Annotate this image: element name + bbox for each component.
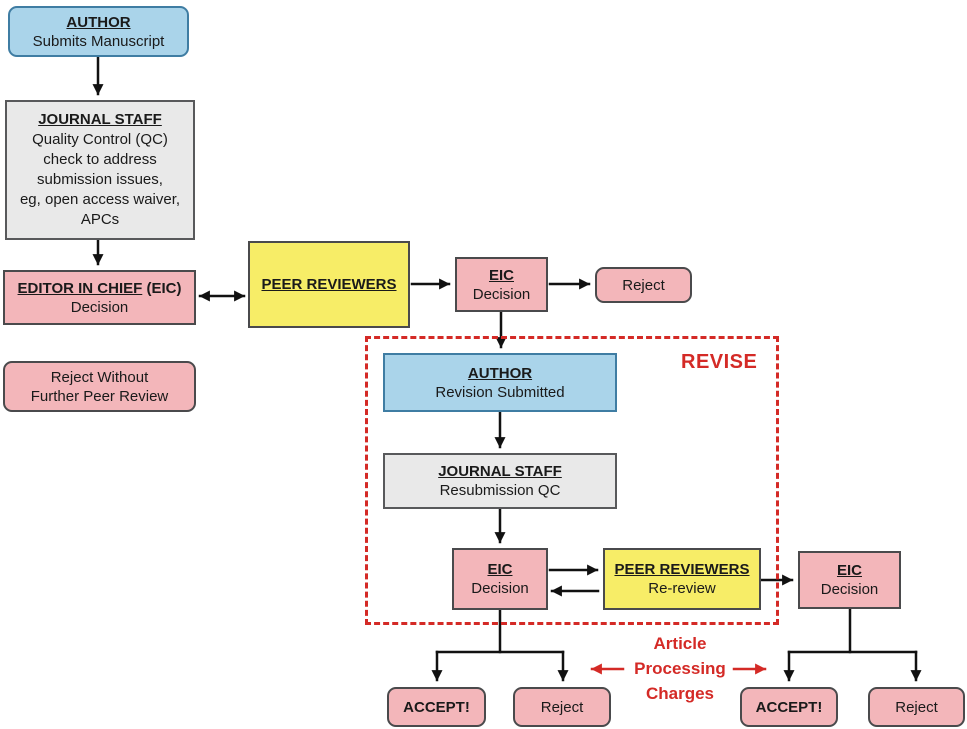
revise-dashed-frame [365, 336, 779, 625]
node-eic-decision-initial-title: EDITOR IN CHIEF [17, 279, 143, 297]
node-eic-decision-first: EIC Decision [455, 257, 548, 312]
node-peer-reviewers-rereview-subtitle: Re-review [648, 580, 716, 597]
node-author-revision-subtitle: Revision Submitted [435, 383, 565, 401]
node-journal-staff-resubmission: JOURNAL STAFF Resubmission QC [383, 453, 617, 509]
node-eic-decision-rereview-subtitle: Decision [820, 581, 879, 598]
apc-line: Article [653, 634, 707, 653]
node-eic-decision-initial-subtitle: Decision [70, 298, 129, 316]
node-eic-decision-initial: EDITOR IN CHIEF (EIC) Decision [3, 270, 196, 325]
node-eic-decision-rereview-title: EIC [836, 562, 862, 579]
node-accept-left: ACCEPT! [387, 687, 486, 727]
node-journal-staff-resubmission-subtitle: Resubmission QC [439, 482, 561, 499]
node-eic-decision-initial-title-suffix: (EIC) [142, 279, 182, 297]
node-journal-staff-resubmission-title: JOURNAL STAFF [438, 463, 562, 480]
node-journal-staff-qc-line: check to address [43, 151, 157, 168]
node-author-revision-title: AUTHOR [467, 364, 533, 382]
node-eic-decision-rereview: EIC Decision [798, 551, 901, 609]
node-eic-decision-first-title: EIC [488, 266, 514, 284]
node-reject-without-review-line: Further Peer Review [30, 387, 169, 405]
node-journal-staff-qc-line: Quality Control (QC) [32, 131, 168, 148]
node-eic-decision-revision-subtitle: Decision [471, 580, 529, 597]
node-reject-first: Reject [595, 267, 692, 303]
node-accept-left-label: ACCEPT! [403, 698, 470, 716]
node-eic-decision-revision-title: EIC [487, 561, 513, 578]
node-peer-reviewers: PEER REVIEWERS [248, 241, 410, 328]
revise-label: REVISE [681, 351, 758, 373]
node-peer-reviewers-rereview: PEER REVIEWERS Re-review [603, 548, 761, 610]
node-journal-staff-qc-title: JOURNAL STAFF [38, 111, 162, 128]
node-author-submit-title: AUTHOR [66, 13, 131, 31]
node-accept-right: ACCEPT! [740, 687, 838, 727]
node-reject-right-label: Reject [895, 698, 938, 716]
node-peer-reviewers-rereview-title: PEER REVIEWERS [614, 561, 750, 578]
node-author-submit-subtitle: Submits Manuscript [32, 32, 165, 50]
node-accept-right-label: ACCEPT! [755, 698, 823, 716]
node-journal-staff-qc-line: APCs [80, 211, 120, 228]
node-eic-decision-first-subtitle: Decision [472, 285, 531, 303]
node-author-submit: AUTHOR Submits Manuscript [8, 6, 189, 57]
node-reject-left-label: Reject [540, 698, 584, 716]
node-journal-staff-qc-line: submission issues, [37, 171, 163, 188]
node-journal-staff-qc: JOURNAL STAFF Quality Control (QC) check… [5, 100, 195, 240]
node-eic-decision-revision: EIC Decision [452, 548, 548, 610]
node-eic-decision-initial-titleline: EDITOR IN CHIEF (EIC) [18, 279, 182, 298]
node-author-revision: AUTHOR Revision Submitted [383, 353, 617, 412]
node-journal-staff-qc-line: eg, open access waiver, [19, 191, 181, 208]
node-reject-right: Reject [868, 687, 965, 727]
node-reject-first-label: Reject [622, 276, 665, 294]
article-processing-charges-label: Article Processing Charges [624, 631, 736, 706]
node-peer-reviewers-title: PEER REVIEWERS [261, 276, 397, 293]
apc-line: Processing [634, 659, 726, 678]
apc-line: Charges [645, 684, 715, 703]
node-reject-left: Reject [513, 687, 611, 727]
node-reject-without-review: Reject Without Further Peer Review [3, 361, 196, 412]
node-reject-without-review-line: Reject Without [50, 368, 149, 386]
